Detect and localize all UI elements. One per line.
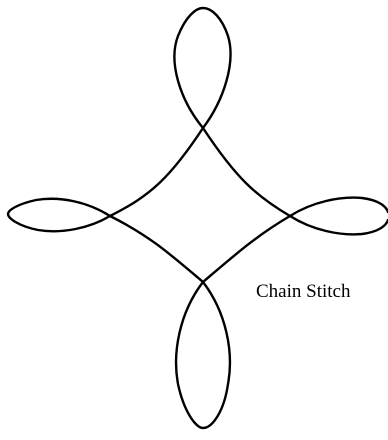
loop-bottom xyxy=(176,282,230,428)
caption-label: Chain Stitch xyxy=(256,282,350,301)
arc-bottom-right xyxy=(203,216,290,282)
loop-top xyxy=(174,8,230,128)
loop-right xyxy=(290,198,388,235)
loop-left xyxy=(8,199,110,231)
arc-top-right xyxy=(203,128,290,216)
arc-top-left xyxy=(110,128,203,216)
arc-bottom-left xyxy=(110,216,203,282)
